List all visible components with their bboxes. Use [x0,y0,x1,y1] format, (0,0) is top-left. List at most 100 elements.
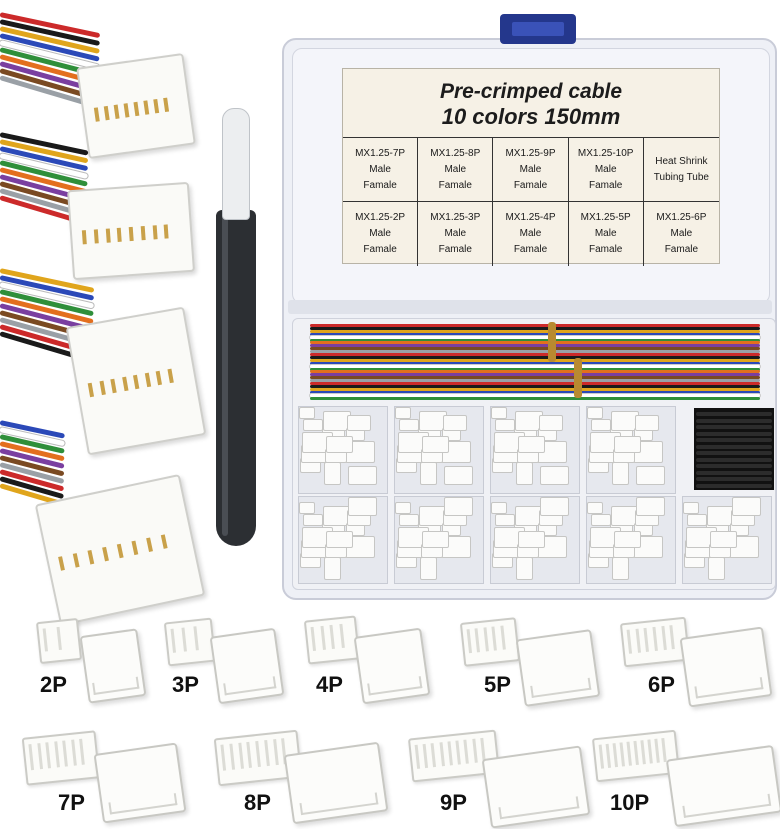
housing-slot [661,625,667,651]
housing-slot [193,626,199,651]
female-receptacle [283,741,389,825]
connector-piece [516,462,533,485]
housing-slot [255,740,261,768]
sample-label-3p: 3P [172,672,199,697]
housing-slot [170,628,177,653]
heat-shrink-tube [696,451,772,455]
housing-slot [661,737,667,763]
wire-strand [310,358,760,362]
label-title-line1: Pre-crimped cable [439,80,623,103]
wire-strand [310,355,760,359]
heat-shrink-tube [696,464,772,468]
connector-piece [636,466,665,485]
connector-piece [324,557,341,580]
connector-piece [348,497,377,516]
connector-piece [399,514,419,526]
housing-slot [229,743,235,771]
connector-pin [132,374,140,389]
housing-slot [605,743,612,768]
housing-slot [310,626,317,652]
connector-piece [614,531,641,548]
female-receptacle [79,628,147,704]
connector-pin [153,98,160,113]
connector-pin [144,372,151,387]
connector-piece [420,557,437,580]
wire-strand [310,361,760,365]
housing-slot [633,740,639,766]
male-housing [21,730,101,786]
connector-pin [163,224,169,239]
sample-label-7p: 7P [58,790,85,815]
connector-pin [163,97,170,112]
female-receptacle [353,627,431,705]
compartment [394,406,484,494]
connector-pin [143,99,150,115]
connector-pin [113,104,120,119]
connector-pin [102,546,109,562]
connector-pin [146,537,153,553]
housing-slot [263,739,270,767]
housing-slot [71,739,77,767]
connector-piece [299,407,315,419]
heat-shrink-tube [696,477,772,481]
wire-strand [310,376,760,380]
wire-bundle [296,318,770,402]
connector-piece [326,531,353,548]
heat-shrink-tube [696,457,772,462]
sample-label-4p: 4P [316,672,343,697]
connector-piece [491,502,507,514]
wire-strand [310,347,760,351]
wire-strand [310,382,760,385]
wire-strand [310,387,760,391]
compartment [490,496,580,584]
connector-piece [591,514,611,526]
wire-strand [310,370,760,374]
connector-piece [587,502,603,514]
housing-slot [626,741,632,766]
housing-slot [499,625,506,650]
box-hinge [288,300,772,314]
connector-piece [395,407,411,419]
connector-piece [395,502,411,514]
housing-slot [62,740,69,767]
connector-piece [348,466,377,485]
wire-strand [310,367,760,371]
wire-strand [310,350,760,354]
female-receptacle [93,742,187,824]
connector-piece [587,407,603,419]
housing-slot [612,743,619,768]
connector-pin [87,382,95,397]
housing-slot [491,626,498,651]
connector-pin [121,376,128,391]
housing-slot [430,743,437,768]
wire-strand [310,329,760,333]
connector-piece [635,415,659,431]
housing-slot [654,738,660,763]
housing-slot [79,738,86,766]
connector-piece [299,502,315,514]
connector-pin [123,102,130,118]
connector-piece [495,419,515,431]
housing-slot [626,629,633,654]
housing-slot [42,628,48,652]
connector-pin [155,370,162,385]
compartment [586,496,676,584]
compartment [586,406,676,494]
connector-piece [347,415,371,431]
connector-piece [540,497,569,516]
box-latch [500,14,576,44]
connector-pin [116,543,124,559]
compartment [298,496,388,584]
female-receptacle [209,627,285,705]
housing-slot [28,744,35,771]
product-label: Pre-crimped cable 10 colors 150mm MX1.25… [342,68,720,266]
connector-piece [518,531,545,548]
